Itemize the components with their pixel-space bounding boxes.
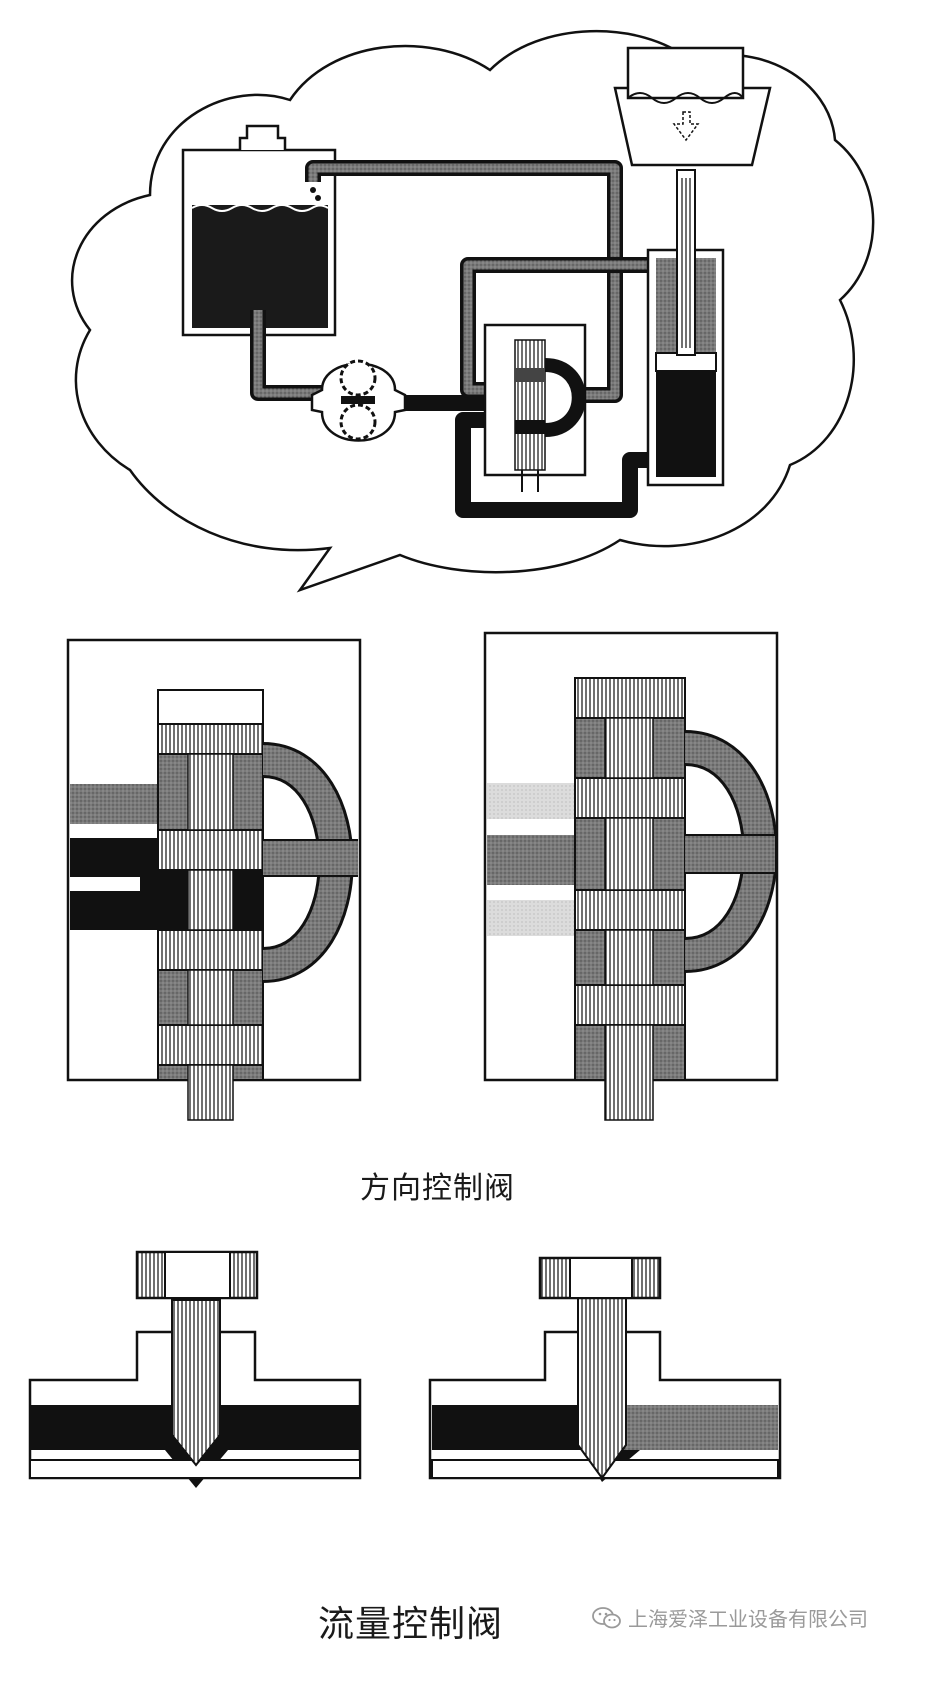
flow-valve-left: [28, 1250, 362, 1488]
directional-valve-right: [483, 631, 779, 1121]
directional-valve-small: [483, 323, 587, 492]
hydraulic-cylinder: [646, 169, 725, 487]
needle-stem: [171, 1299, 221, 1467]
filler-cap-icon: [238, 124, 287, 150]
flow-valve-right: [428, 1256, 782, 1482]
watermark-text: 上海爱泽工业设备有限公司: [628, 1607, 868, 1631]
needle-stem: [577, 1294, 627, 1480]
gear-pump: [310, 359, 407, 442]
wechat-icon: [592, 1606, 621, 1628]
watermark: 上海爱泽工业设备有限公司: [592, 1603, 868, 1632]
directional-valve-caption: 方向控制阀: [360, 1171, 515, 1206]
directional-valve-left: [66, 638, 362, 1121]
load-basket: [613, 46, 772, 167]
cylinder-lower-pipe: [455, 412, 655, 518]
lower-gear-icon: [339, 403, 377, 441]
upper-gear-icon: [339, 359, 377, 397]
down-arrow-icon: [672, 111, 700, 142]
hydraulic-system-cloud: [70, 30, 875, 593]
reservoir-tank: [181, 124, 337, 337]
flow-valve-caption: 流量控制阀: [318, 1604, 504, 1645]
